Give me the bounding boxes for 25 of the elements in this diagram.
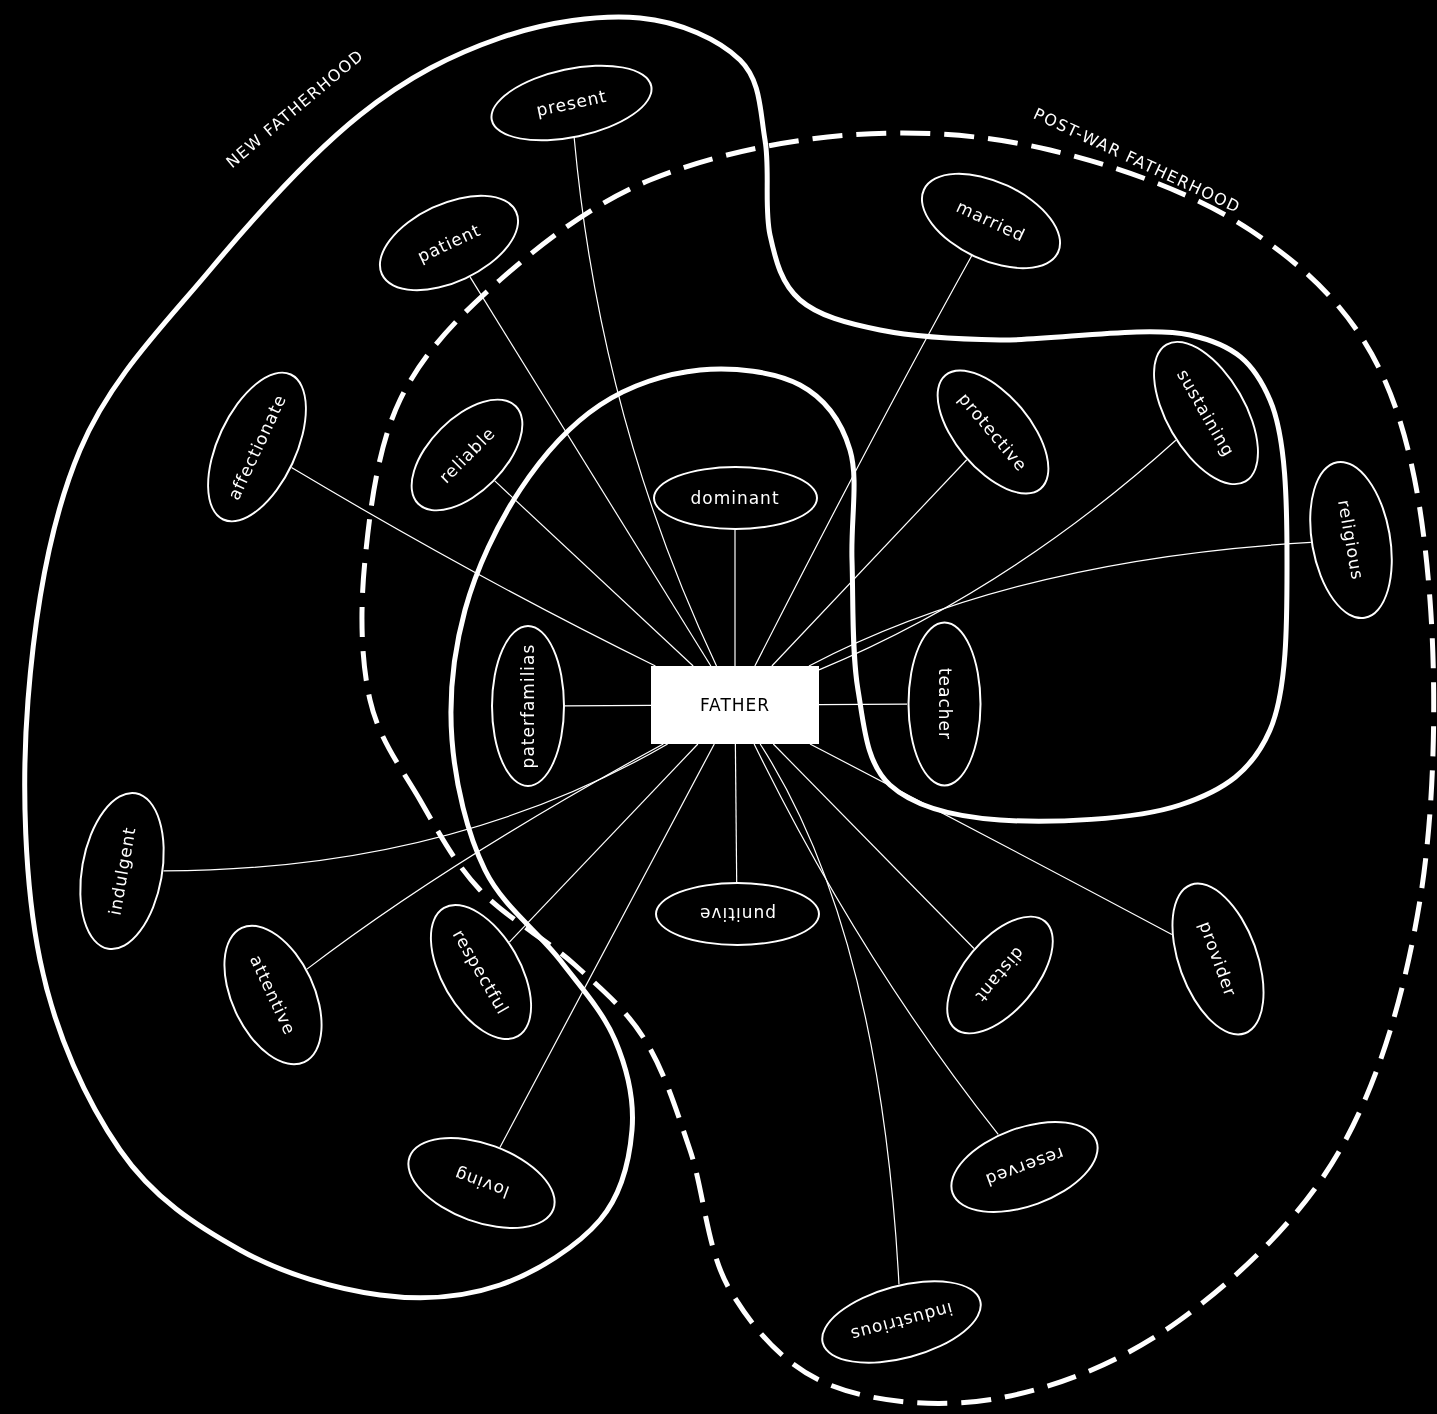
connector-line <box>508 743 699 943</box>
connector-line <box>818 703 908 706</box>
connector-line <box>808 541 1312 667</box>
center-box: FATHER <box>651 666 819 744</box>
connector-line <box>564 704 652 707</box>
connector-line <box>772 743 975 950</box>
trait-ellipse: dominant <box>652 466 818 530</box>
connector-line <box>734 529 736 667</box>
connector-line <box>494 480 694 667</box>
connector-line <box>734 743 738 883</box>
connector-line <box>469 276 712 667</box>
connector-line <box>818 439 1177 671</box>
connector-line <box>809 743 1173 936</box>
connector-line <box>290 466 657 667</box>
trait-ellipse: teacher <box>907 621 981 787</box>
connector-line <box>499 743 715 1148</box>
trait-ellipse: paterfamilias <box>491 625 565 787</box>
connector-line <box>754 255 973 667</box>
trait-ellipse: punitive <box>654 882 820 946</box>
connector-line <box>771 459 968 667</box>
connector-line <box>759 743 900 1285</box>
connector-line <box>753 743 999 1136</box>
connector-line <box>162 743 669 872</box>
connector-line <box>306 743 664 970</box>
connector-line <box>573 137 718 667</box>
